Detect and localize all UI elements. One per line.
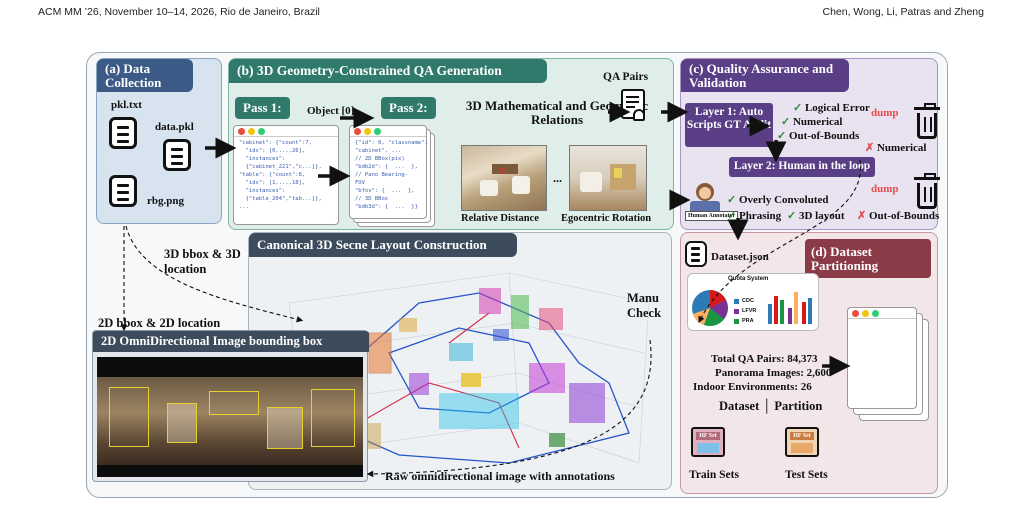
test-sets-label: Test Sets [785, 469, 828, 481]
reject-out-of-bounds: ✗ Out-of-Bounds [857, 210, 940, 222]
running-header-right: Chen, Wong, Li, Patras and Zheng [822, 6, 985, 18]
pie-chart-icon [692, 290, 812, 326]
check-overly-convoluted: ✓ Overly Convoluted [727, 194, 829, 206]
trash-icon [914, 173, 940, 209]
train-sets-label: Train Sets [689, 469, 739, 481]
check-3d-layout: ✓ 3D layout [787, 210, 845, 222]
room-photo-egocentric-rotation [569, 145, 647, 211]
object-label: Object [0] [307, 105, 355, 117]
document-icon [109, 117, 137, 149]
dump-label: dump [871, 107, 899, 119]
partition-label: Dataset │ Partition [719, 399, 823, 413]
raw-image-caption: Raw omnidirectional image with annotatio… [385, 469, 615, 483]
legend-pra: PRA [742, 318, 754, 324]
legend-cdc: CDC [742, 298, 754, 304]
manu-check-label: Manu Check [627, 291, 662, 320]
omni-title: 2D OmniDirectional Image bounding box [93, 331, 369, 353]
document-icon [163, 139, 191, 171]
panel-a-title: (a) Data Collection [97, 59, 193, 93]
code-window-icon [847, 307, 917, 409]
dump-label: dump [871, 183, 899, 195]
layer1-box: Layer 1: Auto Scripts GT Audit [685, 103, 773, 147]
check-phrasing: ✓ Phrasing [727, 210, 782, 222]
panel-omnidirectional: 2D OmniDirectional Image bounding box [92, 330, 369, 482]
hf-set-badge: HF Set [790, 432, 814, 440]
layer2-box: Layer 2: Human in the loop [729, 157, 875, 177]
reject-numerical: ✗ Numerical [865, 142, 927, 154]
image-set-icon: HF Set [691, 427, 725, 457]
caption-relative-distance: Relative Distance [461, 213, 539, 224]
relations-label: 3D Mathematical and Geometric Relations [465, 98, 649, 128]
panel-data-collection: (a) Data Collection pkl.txt data.pkl rbg… [96, 58, 222, 224]
pass2-label: Pass 2: [381, 97, 436, 119]
quota-chart-card: Quota System CDC LFVR PRA [687, 273, 819, 331]
file-label-pkl-txt: pkl.txt [111, 99, 142, 111]
json-document-icon [685, 241, 707, 267]
code-window-icon: {"id": 0, "classname": "cabinet", ... //… [349, 125, 428, 219]
qa-pairs-label: QA Pairs [603, 71, 649, 83]
room-photo-relative-distance [461, 145, 547, 211]
code-snippet-pass2: {"id": 0, "classname": "cabinet", ... //… [355, 140, 428, 210]
photo-ellipsis: ... [553, 171, 562, 185]
panel-quality-assurance: (c) Quality Assurance and Validation Lay… [680, 58, 940, 230]
running-header-left: ACM MM ’26, November 10–14, 2026, Rio de… [38, 6, 320, 18]
annotator-icon [687, 183, 723, 213]
panel-c-title: (c) Quality Assurance and Validation [681, 59, 849, 93]
panel-d-title: (d) Dataset Partitioning [805, 239, 931, 279]
hf-set-badge: HF Set [696, 432, 720, 440]
bbox2d-label: 2D bbox & 2D location [98, 316, 221, 330]
document-icon [109, 175, 137, 207]
check-numerical: ✓ Numerical [781, 116, 843, 128]
omni-image [97, 357, 363, 477]
check-logical-error: ✓ Logical Error [793, 102, 870, 114]
stat-environments: Indoor Environments: 26 [693, 381, 812, 393]
panel-b-title: (b) 3D Geometry-Constrained QA Generatio… [229, 59, 547, 84]
dataset-file-label: Dataset.json [711, 251, 769, 263]
code-snippet-pass1: "cabinet": {"count":7, "ids": [0,...,26]… [239, 140, 322, 210]
code-window-icon: "cabinet": {"count":7, "ids": [0,...,26]… [233, 125, 339, 225]
file-label-rbg-png: rbg.png [147, 195, 184, 207]
check-out-of-bounds: ✓ Out-of-Bounds [777, 130, 860, 142]
legend-lfvr: LFVR [742, 308, 757, 314]
touch-document-icon [621, 89, 645, 121]
file-label-data-pkl: data.pkl [155, 121, 194, 133]
layout-title: Canonical 3D Secne Layout Construction [249, 233, 517, 257]
trash-icon [914, 103, 940, 139]
bbox3d-label: 3D bbox & 3D location [164, 247, 241, 276]
panel-dataset-partitioning: (d) Dataset Partitioning Dataset.json Qu… [680, 232, 938, 494]
panel-qa-generation: (b) 3D Geometry-Constrained QA Generatio… [228, 58, 674, 230]
caption-egocentric-rotation: Egocentric Rotation [561, 213, 652, 224]
pass1-label: Pass 1: [235, 97, 290, 119]
stat-panorama: Panorama Images: 2,600 [715, 367, 832, 379]
stat-total-qa: Total QA Pairs: 84,373 [711, 353, 818, 365]
image-set-icon: HF Set [785, 427, 819, 457]
